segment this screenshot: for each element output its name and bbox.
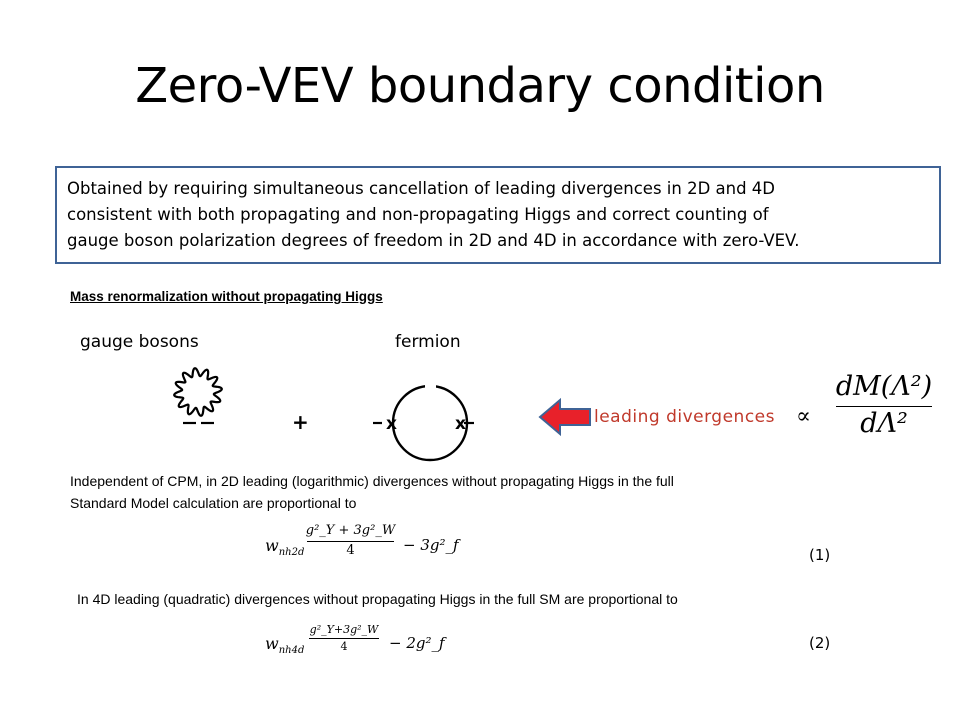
eq1-denominator: 4	[346, 543, 355, 558]
eq1-w: w	[265, 536, 279, 555]
mass-renormalization-heading: Mass renormalization without propagating…	[70, 289, 383, 304]
proportional-symbol: ∝	[796, 404, 811, 429]
equation-1-number: (1)	[809, 546, 831, 564]
cpm-paragraph: Independent of CPM, in 2D leading (logar…	[70, 470, 790, 514]
derivative-numerator: dM(Λ²)	[835, 371, 933, 402]
quadratic-paragraph: In 4D leading (quadratic) divergences wi…	[77, 591, 678, 607]
equation-2: wnh4d g²_Y+3g²_W 4 − 2g²_f	[265, 620, 465, 670]
eq2-denominator: 4	[340, 640, 348, 653]
slide-title: Zero-VEV boundary condition	[135, 58, 825, 114]
note-line-3: gauge boson polarization degrees of free…	[67, 231, 800, 250]
eq1-tail: − 3g²_f	[403, 536, 459, 554]
eq1-subscript: nh2d	[278, 547, 305, 559]
cpm-line-2: Standard Model calculation are proportio…	[70, 495, 357, 511]
note-line-1: Obtained by requiring simultaneous cance…	[67, 179, 776, 198]
eq2-bar	[309, 638, 379, 639]
gauge-boson-loop-icon	[173, 367, 223, 417]
note-line-2: consistent with both propagating and non…	[67, 205, 769, 224]
derivative-bar	[836, 406, 932, 407]
fermion-vertex-right: x	[455, 414, 466, 434]
cpm-line-1: Independent of CPM, in 2D leading (logar…	[70, 473, 674, 489]
equation-1: wnh2d g²_Y + 3g²_W 4 − 3g²_f	[265, 522, 465, 572]
leading-divergences-label: leading divergences	[594, 407, 775, 427]
left-arrow-icon	[538, 397, 591, 437]
eq2-tail: − 2g²_f	[389, 634, 445, 652]
eq2-numerator: g²_Y+3g²_W	[309, 623, 379, 636]
fermion-vertex-left: x	[386, 414, 397, 434]
eq2-subscript: nh4d	[278, 645, 305, 657]
fermion-label: fermion	[395, 332, 461, 352]
eq1-fraction: g²_Y + 3g²_W 4	[303, 522, 398, 559]
plus-sign: +	[292, 410, 309, 434]
eq1-numerator: g²_Y + 3g²_W	[305, 523, 396, 538]
eq1-bar	[307, 541, 394, 542]
equation-2-number: (2)	[809, 634, 831, 652]
gauge-bosons-label: gauge bosons	[80, 332, 199, 352]
note-box: Obtained by requiring simultaneous cance…	[55, 166, 941, 264]
derivative-denominator: dΛ²	[860, 408, 908, 439]
eq2-fraction: g²_Y+3g²_W 4	[305, 622, 383, 654]
derivative-fraction: dM(Λ²) dΛ²	[828, 370, 940, 441]
eq2-w: w	[265, 634, 279, 653]
